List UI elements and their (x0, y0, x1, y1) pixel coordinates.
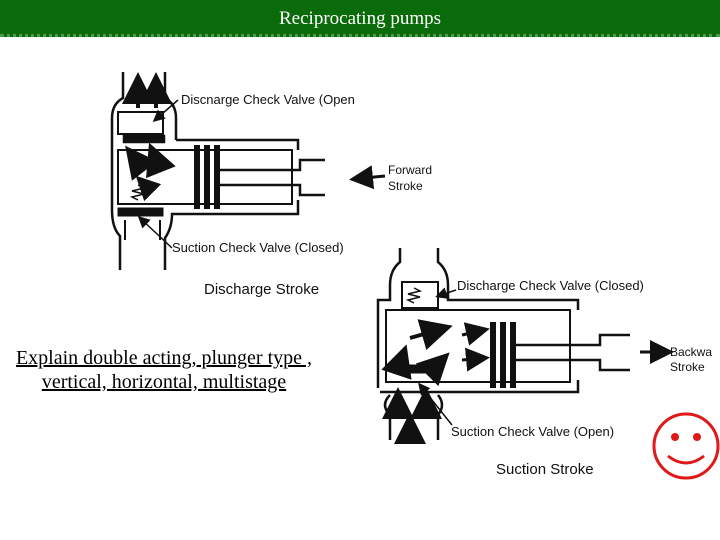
explain-note: Explain double acting, plunger type , ve… (15, 347, 313, 393)
discharge-valve-label-1: Discnarge Check Valve (Open (181, 92, 355, 107)
suction-stroke-caption: Suction Stroke (496, 461, 594, 478)
discharge-stroke-diagram (110, 72, 386, 270)
discharge-valve-label-2: Discharge Check Valve (Closed) (457, 278, 644, 293)
suction-stroke-diagram (376, 248, 674, 444)
forward-stroke-label-line2: Stroke (388, 179, 423, 193)
smiley-face-icon (652, 412, 720, 480)
pump-diagrams: Discnarge Check Valve (Open Forward Stro… (110, 72, 720, 480)
slide-title: Reciprocating pumps (0, 0, 720, 37)
suction-valve-label-1: Suction Check Valve (Closed) (172, 240, 344, 255)
forward-stroke-label-line1: Forward (388, 163, 432, 177)
backward-stroke-label-line2: Stroke (670, 360, 705, 374)
discharge-stroke-caption: Discharge Stroke (204, 281, 319, 298)
backward-stroke-label-line1: Backwa (670, 345, 712, 359)
suction-valve-label-2: Suction Check Valve (Open) (451, 424, 614, 439)
